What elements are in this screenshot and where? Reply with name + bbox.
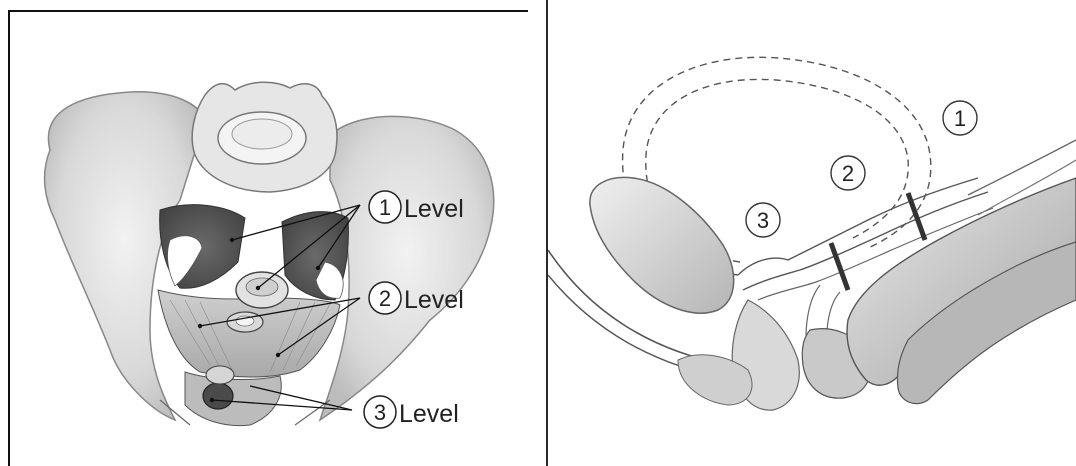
svg-text:1: 1: [954, 106, 966, 131]
pubic-bone: [590, 177, 734, 313]
svg-text:2: 2: [379, 286, 391, 311]
level-boundary-bar-2-3: [831, 243, 848, 290]
svg-text:2: 2: [842, 161, 854, 186]
svg-text:1: 1: [379, 195, 391, 220]
pelvic-bone-right-wing: [320, 116, 494, 420]
pelvis-illustration: 1 Level 2 Level 3 Level: [0, 0, 538, 466]
svg-text:3: 3: [374, 400, 386, 425]
svg-text:3: 3: [757, 208, 769, 233]
right-panel-sagittal-diagram: 1 2 3: [548, 0, 1076, 466]
svg-text:Level: Level: [404, 195, 464, 223]
svg-text:Level: Level: [404, 286, 464, 314]
level-1-label: 1 Level: [369, 191, 464, 223]
svg-text:Level: Level: [399, 400, 459, 428]
sagittal-illustration: 1 2 3: [548, 0, 1076, 466]
level-2-label: 2 Level: [369, 282, 464, 314]
introitus-organ: [206, 366, 234, 384]
right-level-1-label: 1: [943, 101, 977, 135]
right-level-2-label: 2: [831, 156, 865, 190]
right-level-3-label: 3: [746, 203, 780, 237]
left-panel-pelvis-diagram: 1 Level 2 Level 3 Level: [0, 0, 538, 466]
level-3-label: 3 Level: [364, 396, 459, 428]
anal-canal-organ: [203, 383, 233, 409]
